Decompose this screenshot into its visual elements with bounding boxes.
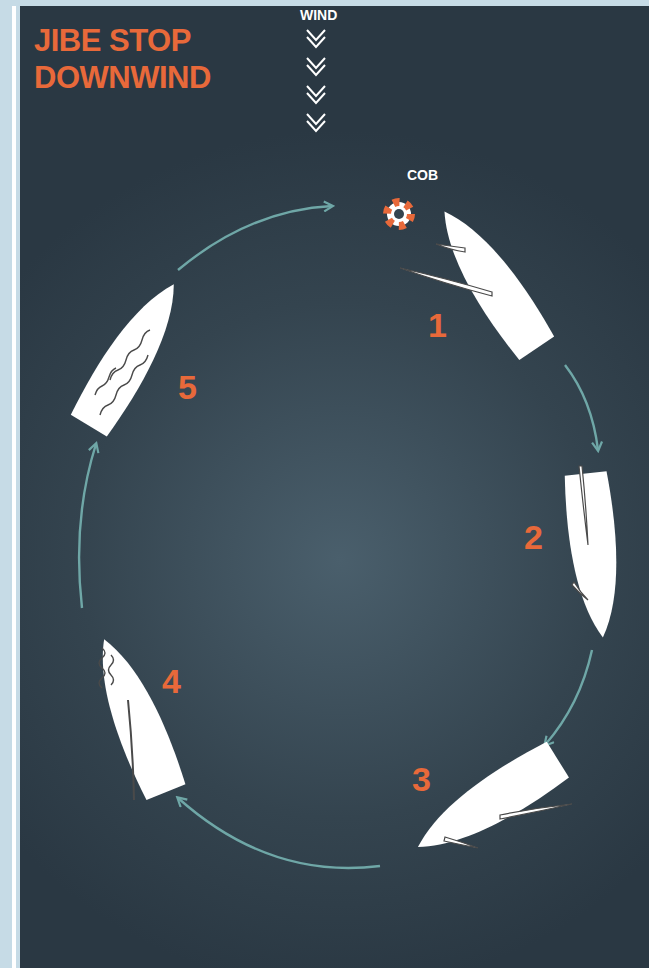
boat-4: [83, 630, 188, 800]
boat-3: [406, 740, 571, 867]
wind-chevrons: [307, 30, 325, 131]
lifebuoy: [387, 202, 411, 226]
boat-2: [563, 471, 626, 640]
callout-number: 2: [524, 520, 543, 554]
boat-5: [69, 272, 194, 437]
callout-number: 1: [428, 308, 447, 342]
callout-number: 3: [412, 762, 431, 796]
boat-2-sails: [572, 466, 588, 600]
cob-label: COB: [407, 168, 438, 183]
callout-number: 4: [162, 664, 181, 698]
boat-5-sails: [95, 330, 150, 415]
diagram-title: JIBE STOP DOWNWIND: [34, 22, 239, 96]
wind-label: WIND: [300, 8, 337, 23]
boat-1-sails: [400, 244, 492, 296]
side-rule: [12, 6, 16, 968]
boat-4-sails: [99, 648, 134, 800]
boat-3-sails: [444, 804, 572, 848]
callout-number: 5: [178, 370, 197, 404]
dark-panel: [20, 6, 649, 968]
